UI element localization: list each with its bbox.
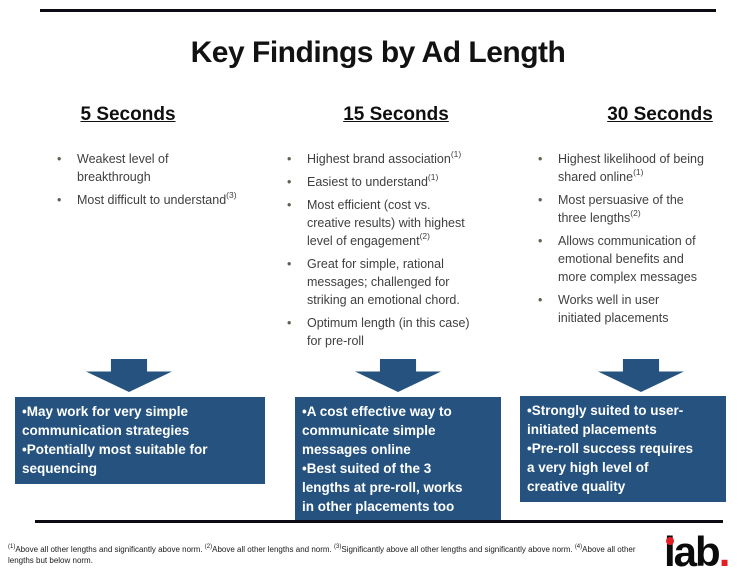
top-rule (40, 9, 716, 12)
bullet-list-30-seconds: • Highest likelihood of being shared onli… (532, 150, 752, 332)
footnote-reference: (1) (427, 171, 439, 182)
summary-box-30-seconds: •Strongly suited to user- initiated plac… (520, 396, 726, 502)
bullet-item: • Highest likelihood of being shared onli… (532, 150, 752, 186)
bullet-marker: • (57, 193, 62, 207)
bullet-item: • Highest brand association(1) (281, 150, 511, 168)
down-arrow-icon (598, 359, 684, 392)
bullet-text: Optimum length (in this case) for pre-ro… (307, 316, 470, 348)
slide-title: Key Findings by Ad Length (190, 36, 566, 69)
bullet-item: • Works well in user initiated placements (532, 291, 752, 327)
bullet-item: • Easiest to understand(1) (281, 173, 511, 191)
bullet-marker: • (287, 316, 292, 330)
bullet-text: Great for simple, rational messages; cha… (307, 257, 460, 307)
bullet-marker: • (287, 257, 292, 271)
bullet-text: Easiest to understand(1) (307, 171, 439, 189)
summary-point: •Pre-roll success requires a very high l… (527, 441, 694, 494)
bullet-text: Allows communication of emotional benefi… (558, 234, 697, 284)
summary-box-15-seconds: •A cost effective way to communicate sim… (295, 397, 501, 522)
down-arrow-icon (86, 359, 172, 392)
footnote-reference: (3) (226, 189, 237, 200)
summary-point: •Strongly suited to user- initiated plac… (527, 403, 684, 437)
bullet-text: Most difficult to understand(3) (77, 189, 237, 207)
footnote-number: (2) (204, 544, 213, 551)
bullet-marker: • (538, 193, 543, 207)
column-header-5-seconds: 5 Seconds (80, 104, 176, 125)
column-header-15-seconds: 15 Seconds (343, 104, 449, 125)
bullet-text: Most efficient (cost vs. creative result… (307, 198, 465, 248)
iab-logo-red-dot-icon (666, 537, 674, 545)
footnote-number: (3) (334, 544, 342, 551)
footnote-number: (1) (8, 544, 16, 551)
footnote-reference: (1) (633, 166, 644, 177)
bullet-marker: • (538, 293, 543, 307)
footnote-reference: (2) (419, 230, 430, 241)
footnote-number: (4) (574, 544, 583, 551)
bullet-marker: • (287, 198, 292, 212)
bullet-item: • Allows communication of emotional benef… (532, 232, 752, 286)
footnote-reference: (2) (630, 207, 641, 218)
bullet-text: Most persuasive of the three lengths(2) (558, 193, 684, 225)
iab-logo: iab. (664, 531, 744, 573)
bullet-marker: • (538, 234, 543, 248)
bullet-text: Works well in user initiated placements (558, 293, 669, 325)
summary-point: •A cost effective way to communicate sim… (302, 404, 452, 457)
bullet-marker: • (287, 175, 292, 189)
iab-logo-text: iab. (664, 528, 731, 575)
iab-logo-period: . (718, 528, 731, 575)
bullet-marker: • (287, 152, 292, 166)
bullet-list-15-seconds: • Highest brand association(1) • Easiest to… (281, 150, 511, 355)
column-header-30-seconds: 30 Seconds (607, 104, 713, 125)
footnote: (1)Above all other lengths and significa… (8, 544, 636, 565)
bullet-item: • Optimum length (in this case) for pre-r… (281, 314, 511, 350)
bullet-marker: • (538, 152, 543, 166)
bullet-text: Highest brand association(1) (307, 148, 462, 166)
bullet-text: Weakest level of breakthrough (77, 152, 169, 184)
summary-point: •May work for very simple communication … (22, 404, 190, 438)
bullet-item: • Most difficult to understand(3) (51, 191, 271, 209)
bullet-item: • Weakest level of breakthrough (51, 150, 271, 186)
bullet-marker: • (57, 152, 62, 166)
bullet-text: Highest likelihood of being shared onlin… (558, 152, 704, 184)
bullet-item: • Most efficient (cost vs. creative resul… (281, 196, 511, 250)
down-arrow-icon (355, 359, 441, 392)
bullet-list-5-seconds: • Weakest level of breakthrough • Most diff… (51, 150, 271, 214)
bullet-item: • Great for simple, rational messages; ch… (281, 255, 511, 309)
summary-point: •Potentially most suitable for sequencin… (22, 442, 208, 476)
bullet-item: • Most persuasive of the three lengths(2) (532, 191, 752, 227)
footnote-reference: (1) (450, 148, 462, 159)
summary-point: •Best suited of the 3 lengths at pre-rol… (302, 461, 463, 514)
summary-box-5-seconds: •May work for very simple communication … (15, 397, 265, 484)
bottom-rule (35, 520, 723, 523)
